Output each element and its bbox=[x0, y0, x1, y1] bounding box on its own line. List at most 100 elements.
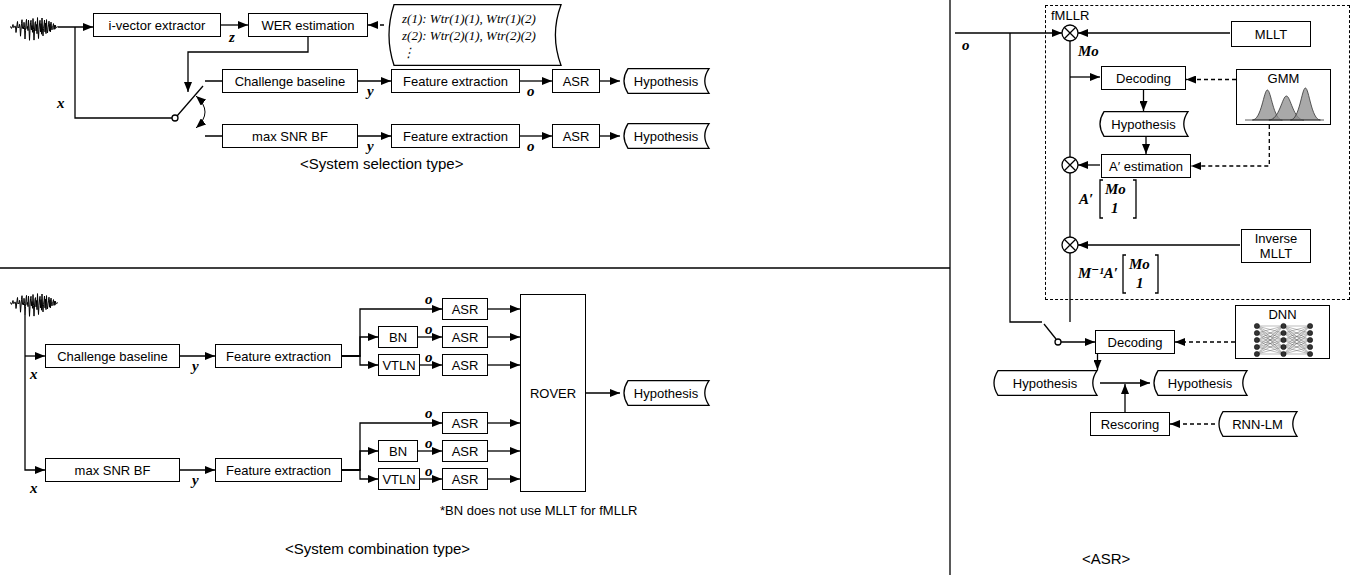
database-shape: z(1): Wtr(1)(1), Wtr(1)(2)z(2): Wtr(2)(1… bbox=[384, 4, 564, 66]
input-wire bbox=[25, 315, 45, 470]
line-art bbox=[0, 0, 1240, 575]
signal-name: o bbox=[425, 322, 433, 337]
connector bbox=[1097, 354, 1098, 370]
signal-wire bbox=[1078, 164, 1100, 165]
node-text: ASR bbox=[452, 302, 479, 317]
process-box: Inverse MLLT bbox=[1241, 229, 1311, 263]
process-box: ASR bbox=[552, 69, 600, 93]
document-shape: Hypothesis bbox=[1096, 111, 1191, 137]
connector bbox=[1191, 125, 1269, 166]
line-art bbox=[1284, 347, 1311, 354]
signal-name: Mo bbox=[1078, 44, 1099, 59]
line-art bbox=[624, 69, 709, 94]
node-text: Feature extraction bbox=[403, 129, 508, 144]
line-art bbox=[1284, 326, 1311, 333]
document-shape: Hypothesis bbox=[620, 68, 712, 94]
signal-name: Mo bbox=[1105, 182, 1126, 197]
node-text: BN bbox=[389, 330, 407, 345]
node-text: ASR bbox=[452, 358, 479, 373]
connector bbox=[600, 135, 620, 136]
connector bbox=[1145, 137, 1146, 154]
process-box: Challenge baseline bbox=[222, 69, 358, 93]
line-art bbox=[1254, 344, 1259, 349]
multiply-symbol bbox=[1062, 25, 1078, 41]
connector bbox=[1170, 423, 1215, 424]
node-text: A′ estimation bbox=[1109, 159, 1183, 174]
line-art bbox=[1245, 120, 1324, 121]
process-box: A′ estimation bbox=[1101, 154, 1191, 178]
line-art bbox=[1284, 326, 1311, 327]
line-art bbox=[1254, 351, 1259, 356]
signal-wire bbox=[1124, 384, 1125, 412]
process-box: Challenge baseline bbox=[45, 344, 180, 368]
line-art bbox=[1254, 323, 1259, 328]
node-text: max SNR BF bbox=[75, 463, 151, 478]
node-text: Feature extraction bbox=[226, 463, 331, 478]
connector bbox=[488, 422, 520, 423]
line-art bbox=[1257, 326, 1284, 347]
node-text: Challenge baseline bbox=[235, 74, 346, 89]
line-art bbox=[1284, 340, 1311, 354]
line-art bbox=[1284, 326, 1311, 340]
signal-name: y bbox=[192, 473, 199, 488]
document-shape: RNN-LM bbox=[1215, 411, 1300, 437]
switch-leg bbox=[205, 81, 222, 136]
line-art bbox=[1257, 347, 1284, 354]
connector bbox=[180, 355, 215, 356]
process-box: Feature extraction bbox=[215, 458, 342, 482]
connector bbox=[342, 470, 378, 479]
line-art bbox=[1257, 340, 1284, 354]
line-art bbox=[1257, 326, 1284, 333]
line-art bbox=[1308, 344, 1313, 349]
line-art bbox=[1257, 326, 1284, 327]
node-text: Hypothesis bbox=[1013, 376, 1077, 391]
line-art bbox=[389, 5, 561, 66]
signal-name: y bbox=[367, 84, 374, 99]
line-art bbox=[1284, 326, 1311, 340]
node-text: VTLN bbox=[382, 358, 415, 373]
switch-arc bbox=[196, 96, 205, 128]
multiply-symbol bbox=[1062, 157, 1078, 173]
connector bbox=[342, 356, 378, 365]
node-text: Decoding bbox=[1116, 71, 1171, 86]
connector bbox=[600, 80, 620, 81]
signal-wire bbox=[1069, 173, 1070, 237]
connector bbox=[342, 337, 378, 356]
line-art bbox=[1284, 340, 1311, 354]
node-text: Feature extraction bbox=[403, 74, 508, 89]
signal-wire bbox=[1069, 41, 1070, 157]
line-art bbox=[1254, 330, 1259, 335]
connector bbox=[488, 450, 520, 451]
signal-wire bbox=[1069, 253, 1070, 322]
node-text: i-vector extractor bbox=[109, 18, 206, 33]
process-box: Decoding bbox=[1101, 66, 1186, 90]
process-box: VTLN bbox=[378, 468, 420, 490]
note-text: <ASR> bbox=[1082, 550, 1130, 567]
process-box: ASR bbox=[442, 298, 488, 320]
node-text: fMLLR bbox=[1051, 8, 1089, 23]
signal-name: z bbox=[229, 30, 235, 45]
line-art bbox=[1100, 112, 1188, 137]
multiply-symbol bbox=[1062, 237, 1078, 253]
input-wire bbox=[75, 27, 172, 118]
line-art bbox=[1308, 351, 1313, 356]
node-text: Hypothesis bbox=[1111, 117, 1175, 132]
connector bbox=[180, 469, 215, 470]
line-art bbox=[1257, 326, 1284, 347]
signal-name: M⁻¹A′ bbox=[1078, 266, 1118, 281]
connector bbox=[358, 135, 391, 136]
line-art bbox=[1281, 330, 1286, 335]
line-art bbox=[1257, 354, 1284, 355]
signal-name: o bbox=[425, 464, 433, 479]
line-art bbox=[1154, 371, 1247, 396]
node-text: Feature extraction bbox=[226, 349, 331, 364]
line-art bbox=[1284, 326, 1311, 347]
line-art bbox=[1257, 347, 1284, 354]
multiply-symbol bbox=[1064, 27, 1076, 39]
line-art bbox=[1284, 326, 1311, 354]
signal-name: x bbox=[57, 96, 65, 111]
line-art bbox=[1284, 326, 1311, 333]
node-text: ⋮ bbox=[402, 44, 415, 61]
process-box: MLLT bbox=[1231, 21, 1311, 47]
line-art bbox=[1284, 333, 1311, 354]
